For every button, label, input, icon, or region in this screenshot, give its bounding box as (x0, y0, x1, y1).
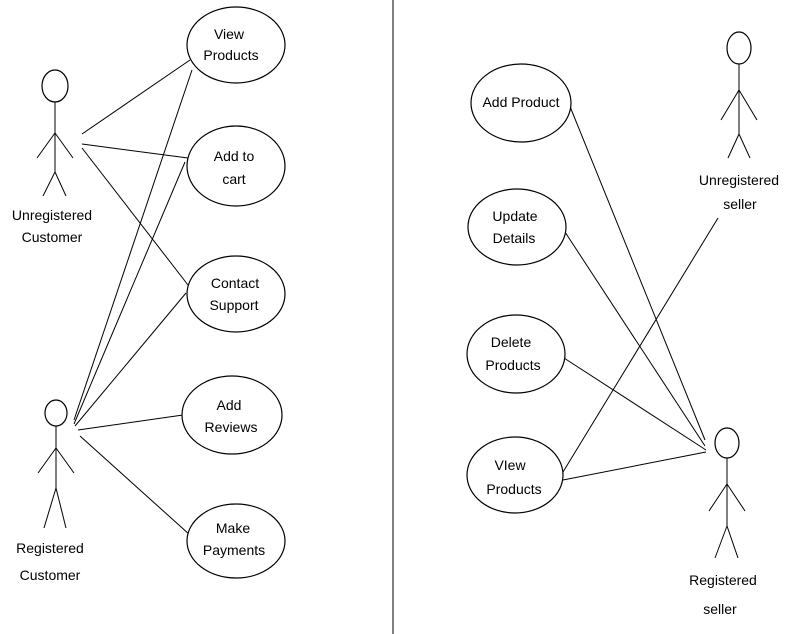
usecase-contact-support: Contact Support (186, 255, 286, 333)
actor-leg-right (726, 525, 739, 559)
usecase-label-line1: Add Product (482, 94, 559, 110)
actor-unregistered-customer: Unregistered Customer (12, 69, 92, 245)
customer-diagram: Unregistered Customer Registered Custome… (12, 6, 286, 583)
assoc-reg-payments (79, 435, 191, 536)
actor-arm-left (708, 483, 728, 512)
usecase-label-line1: Contact (211, 275, 259, 291)
actor-label-line2: seller (703, 601, 737, 617)
actor-leg-right (55, 487, 67, 529)
seller-diagram: Unregistered seller Registered seller Ad… (466, 31, 779, 617)
usecase-label-line2: Products (486, 481, 541, 497)
assoc-reg-view-products (562, 451, 707, 481)
assoc-reg-cart (73, 161, 186, 425)
assoc-reg-update-details (564, 231, 706, 447)
usecase-delete-products: Delete Products (466, 314, 566, 394)
actor-leg-right (738, 133, 751, 159)
actor-label-line1: Registered (689, 572, 757, 588)
assoc-reg-support (74, 292, 187, 427)
actor-arm-left (37, 447, 57, 474)
associations-seller (562, 103, 719, 481)
usecase-label-line2: cart (222, 171, 245, 187)
usecase-label-line2: Support (209, 297, 258, 313)
actor-label-line1: Unregistered (699, 172, 779, 188)
assoc-reg-reviews (77, 414, 184, 431)
usecase-label-line1: View (214, 26, 245, 42)
actor-leg-left (727, 133, 740, 159)
usecase-label-line1: Update (492, 208, 537, 224)
usecase-view-products: View Products (186, 6, 286, 84)
usecase-add-product: Add Product (470, 63, 572, 143)
usecase-label-line2: Payments (203, 542, 265, 558)
usecase-make-payments: Make Payments (186, 503, 286, 579)
assoc-unreg-support (81, 147, 189, 286)
actor-head (44, 399, 68, 427)
assoc-unreg-cart (81, 143, 189, 159)
actor-registered-seller: Registered seller (689, 427, 757, 617)
actor-label-line1: Unregistered (12, 207, 92, 223)
actor-leg-left (42, 171, 56, 197)
usecase-label-line2: Products (485, 357, 540, 373)
actor-arm-left (720, 89, 740, 121)
usecase-label-line2: Details (493, 230, 536, 246)
usecase-label-line1: Make (216, 520, 250, 536)
usecase-add-to-cart: Add to cart (186, 125, 286, 207)
usecase-view-products-seller: VIew Products (466, 436, 564, 514)
usecase-update-details: Update Details (467, 188, 567, 266)
actor-leg-right (54, 171, 67, 197)
usecase-add-reviews: Add Reviews (181, 375, 283, 455)
actor-head (714, 427, 740, 459)
usecase-label-line1: Add to (214, 148, 255, 164)
actor-label-line1: Registered (16, 540, 84, 556)
usecase-label-line1: VIew (494, 457, 526, 473)
actor-head (41, 69, 69, 103)
usecase-label-line1: Delete (491, 334, 532, 350)
actor-leg-left (714, 525, 728, 559)
actor-label-line2: seller (723, 196, 757, 212)
associations-customer (73, 59, 193, 536)
actor-head (726, 31, 752, 65)
actor-arm-right (55, 447, 75, 474)
assoc-unreg-view (81, 59, 191, 135)
assoc-reg-add-product (568, 103, 706, 441)
actor-label-line2: Customer (20, 567, 81, 583)
actor-arm-right (726, 483, 746, 512)
actor-unregistered-seller: Unregistered seller (699, 31, 779, 212)
usecase-label-line2: Reviews (205, 419, 258, 435)
actor-arm-right (54, 132, 74, 159)
assoc-reg-delete-products (563, 357, 707, 451)
assoc-reg-view (73, 69, 193, 421)
usecase-label-line1: Add (217, 397, 242, 413)
actor-registered-customer: Registered Customer (16, 399, 84, 583)
actor-label-line2: Customer (22, 229, 83, 245)
actor-arm-left (36, 132, 56, 159)
actor-leg-left (43, 487, 57, 529)
usecase-label-line2: Products (203, 47, 258, 63)
actor-arm-right (738, 89, 758, 121)
assoc-unreg-view-products (562, 217, 719, 473)
